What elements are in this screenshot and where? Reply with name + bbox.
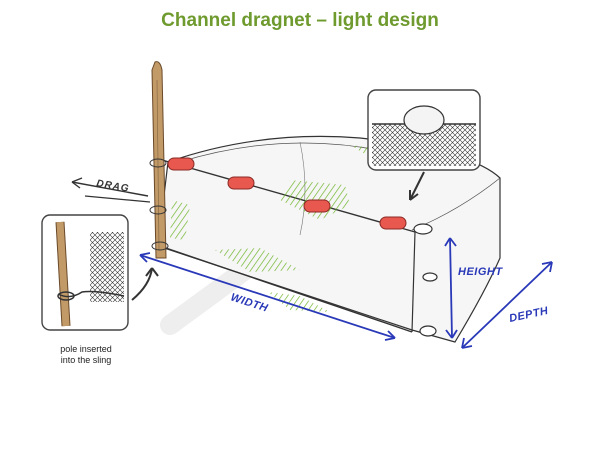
float (303, 199, 331, 213)
page-title: Channel dragnet – light design (161, 10, 439, 31)
caption-line-2: into the sling (60, 355, 112, 365)
depth-label: DEPTH (508, 305, 550, 325)
drag-label: DRAG (95, 178, 130, 195)
pole-inset (41, 214, 129, 331)
pole (149, 61, 169, 259)
drag-arrow: DRAG (71, 177, 151, 203)
height-dimension: HEIGHT (444, 237, 503, 339)
float-pointer-arrow (409, 171, 425, 201)
inset-pointer-arrow (131, 267, 153, 301)
floats (167, 157, 407, 230)
float (227, 176, 255, 190)
float (167, 157, 195, 171)
float-inset (367, 89, 481, 171)
float (379, 216, 407, 230)
height-label: HEIGHT (458, 266, 503, 278)
inset-caption: pole inserted into the sling (40, 344, 132, 366)
caption-line-1: pole inserted (60, 344, 112, 354)
